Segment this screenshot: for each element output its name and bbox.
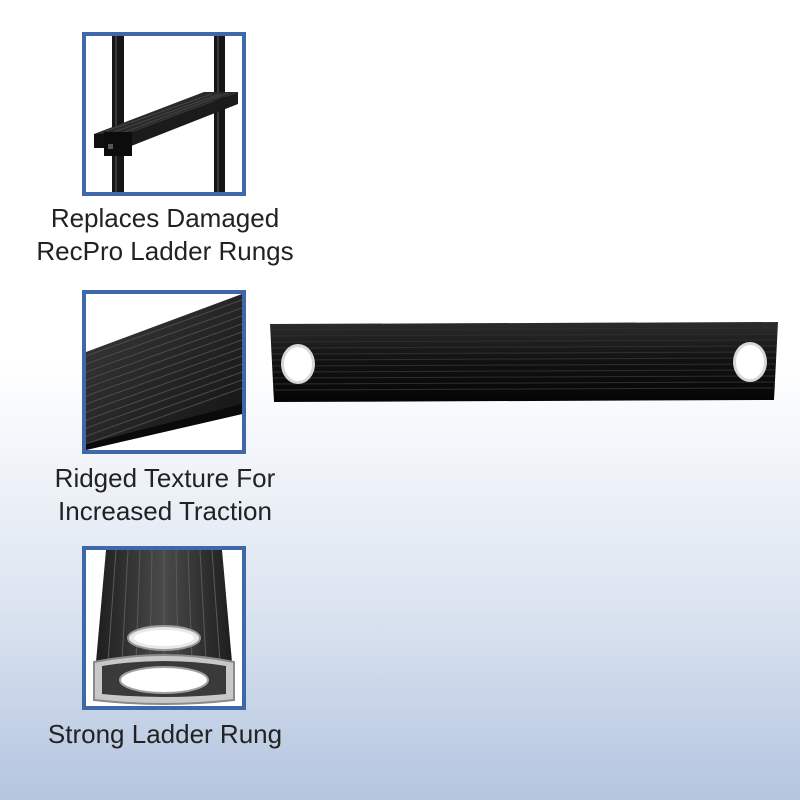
ridged-texture-photo-frame: [82, 290, 246, 454]
caption-line: Increased Traction: [58, 496, 272, 526]
caption-line: RecPro Ladder Rungs: [36, 236, 294, 266]
cross-section-photo-frame: [82, 546, 246, 710]
rung-cross-section-image: [86, 550, 242, 706]
caption-line: Strong Ladder Rung: [47, 719, 283, 749]
feature-caption-replaces: Replaces Damaged RecPro Ladder Rungs: [0, 202, 330, 268]
ladder-with-rung-image: [86, 36, 242, 192]
ladder-rung-product-image: [268, 320, 780, 404]
caption-line: Ridged Texture For: [54, 463, 276, 493]
feature-caption-ridged: Ridged Texture For Increased Traction: [0, 462, 330, 528]
ridged-surface-image: [86, 294, 242, 450]
black-ladder-rung: [270, 322, 778, 402]
ladder-rung-photo-frame: [82, 32, 246, 196]
caption-line: Replaces Damaged: [50, 203, 280, 233]
feature-caption-strong: Strong Ladder Rung: [0, 718, 330, 751]
